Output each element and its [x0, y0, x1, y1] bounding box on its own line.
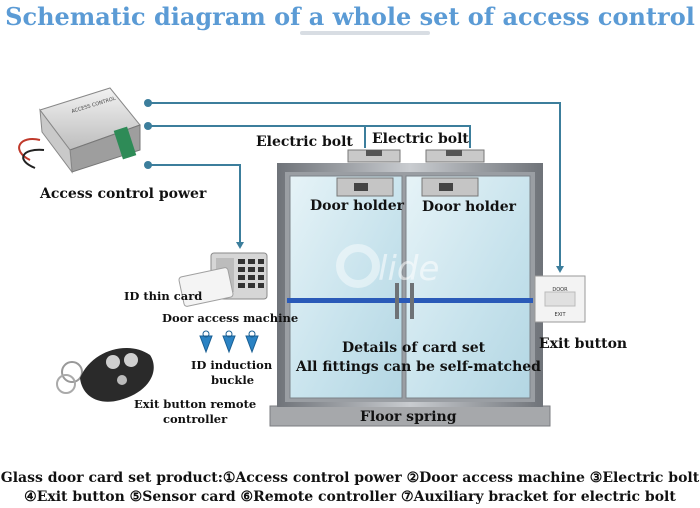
door-holder-right — [421, 177, 479, 197]
caption-line-2: ④Exit button ⑤Sensor card ⑥Remote contro… — [24, 489, 676, 505]
diagram-title: Schematic diagram of a whole set of acce… — [5, 2, 695, 31]
right-door-glass — [405, 175, 531, 399]
id-thin-card — [178, 267, 234, 307]
exit-button-device — [534, 275, 586, 323]
title-underline — [300, 31, 430, 35]
label-fittings-matched: All fittings can be self-matched — [296, 359, 541, 375]
label-door-holder-right: Door holder — [422, 199, 516, 215]
wiring — [148, 102, 561, 268]
electric-bolt-right-device — [425, 149, 485, 163]
remote-controller — [56, 348, 154, 402]
access-control-power-unit: ACCESS CONTROL — [18, 87, 141, 174]
label-access-control-power: Access control power — [40, 186, 207, 202]
exit-plate-bottom-text: EXIT — [554, 312, 566, 318]
watermark-logo — [336, 244, 380, 288]
id-induction-buckles — [199, 330, 259, 354]
door-holder-left — [336, 177, 394, 197]
label-door-holder-left: Door holder — [310, 198, 404, 214]
wire-terminals — [144, 99, 564, 273]
label-electric-bolt-right: Electric bolt — [372, 131, 469, 147]
exit-plate-top-text: DOOR — [552, 287, 568, 293]
watermark-text: lide — [378, 249, 439, 289]
electric-bolt-left-device — [347, 149, 401, 163]
label-floor-spring: Floor spring — [360, 409, 457, 425]
label-exit-remote-line2: controller — [163, 412, 228, 426]
label-exit-remote-line1: Exit button remote — [134, 397, 257, 411]
wire-exit-button — [148, 102, 561, 268]
wire-door-access-machine — [148, 164, 241, 244]
label-details-card-set: Details of card set — [342, 340, 486, 356]
wire-electric-bolt-left — [365, 125, 471, 148]
label-door-access-machine: Door access machine — [162, 311, 299, 325]
label-id-induction-line1: ID induction — [191, 358, 273, 372]
label-exit-button: Exit button — [539, 336, 628, 352]
label-electric-bolt-left: Electric bolt — [256, 134, 353, 150]
label-id-thin-card: ID thin card — [124, 289, 203, 303]
label-id-induction-line2: buckle — [211, 373, 255, 387]
caption-line-1: Glass door card set product:①Access cont… — [0, 470, 700, 486]
door-handles — [395, 283, 414, 319]
left-door-glass — [289, 175, 403, 399]
